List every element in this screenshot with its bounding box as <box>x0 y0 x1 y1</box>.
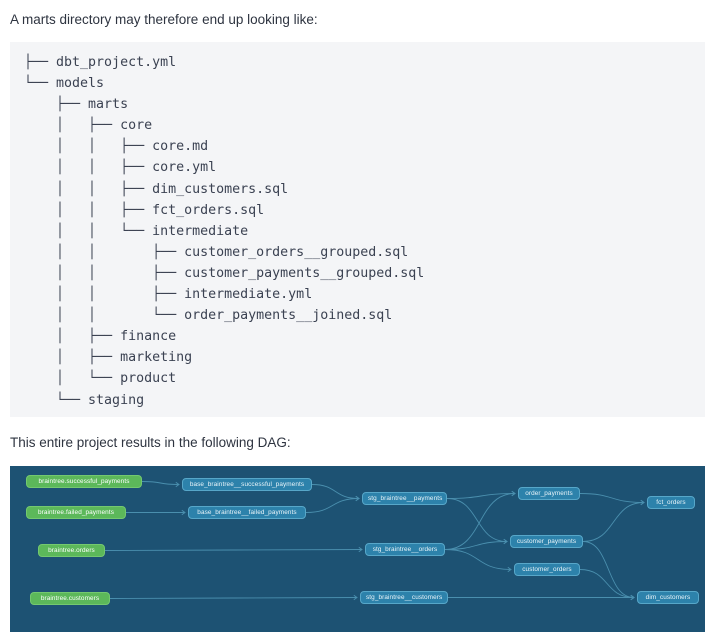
dag-edge-braintree_successful_payments-to-base_braintree_successful_payments <box>141 481 180 485</box>
caption-above-code-block: A marts directory may therefore end up l… <box>10 12 318 27</box>
dag-edge-stg_braintree_payments-to-order_payments <box>446 493 516 499</box>
dag-edge-braintree_customers-to-stg_braintree_customers <box>109 597 358 599</box>
dag-edge-stg_braintree_orders-to-customer_payments <box>444 541 508 550</box>
dag-edge-arrowhead <box>358 546 363 553</box>
dag-edge-layer <box>104 481 645 601</box>
dag-node-braintree_orders[interactable]: braintree.orders <box>38 544 105 557</box>
dag-edge-order_payments-to-fct_orders <box>579 493 645 503</box>
dag-node-braintree_failed_payments[interactable]: braintree.failed_payments <box>26 506 126 519</box>
dag-edge-customer_payments-to-fct_orders <box>582 502 645 542</box>
dag-edge-arrowhead <box>503 538 508 545</box>
dag-node-braintree_successful_payments[interactable]: braintree.successful_payments <box>26 475 142 488</box>
dag-edge-arrowhead <box>640 499 645 506</box>
dag-node-dim_customers[interactable]: dim_customers <box>637 591 699 604</box>
dag-edge-arrowhead <box>511 490 516 497</box>
dag-edge-stg_braintree_orders-to-order_payments <box>444 493 516 550</box>
dag-panel[interactable]: braintree.successful_payments braintree.f… <box>10 466 705 632</box>
dag-edge-arrowhead <box>353 594 358 601</box>
directory-tree-code-block: ├── dbt_project.yml └── models ├── marts… <box>10 42 705 417</box>
dag-edge-stg_braintree_payments-to-customer_payments <box>446 498 508 542</box>
dag-node-customer_payments[interactable]: customer_payments <box>510 535 583 548</box>
dag-edge-customer_payments-to-dim_customers <box>582 541 635 598</box>
dag-edge-arrowhead <box>181 509 186 516</box>
dag-edge-arrowhead <box>355 495 360 502</box>
dag-edge-base_braintree_successful_payments-to-stg_braintree_payments <box>311 484 360 499</box>
dag-node-stg_braintree_orders[interactable]: stg_braintree__orders <box>365 543 445 556</box>
dag-edge-arrowhead <box>507 566 512 573</box>
dag-node-order_payments[interactable]: order_payments <box>518 487 580 500</box>
dag-edge-base_braintree_failed_payments-to-stg_braintree_payments <box>305 498 360 513</box>
dag-edge-customer_orders-to-dim_customers <box>579 569 635 598</box>
caption-above-dag: This entire project results in the follo… <box>10 435 291 450</box>
dag-node-fct_orders[interactable]: fct_orders <box>647 496 695 509</box>
dag-edge-arrowhead <box>630 594 635 601</box>
dag-node-base_braintree_failed_payments[interactable]: base_braintree__failed_payments <box>188 506 306 519</box>
dag-node-stg_braintree_payments[interactable]: stg_braintree__payments <box>362 492 447 505</box>
dag-edge-stg_braintree_orders-to-customer_orders <box>444 549 512 570</box>
dag-edge-arrowhead <box>175 481 180 488</box>
dag-node-braintree_customers[interactable]: braintree.customers <box>30 592 110 605</box>
dag-edge-braintree_orders-to-stg_braintree_orders <box>104 549 363 551</box>
directory-tree-text: ├── dbt_project.yml └── models ├── marts… <box>24 55 425 408</box>
dag-node-stg_braintree_customers[interactable]: stg_braintree__customers <box>360 591 448 604</box>
dag-node-base_braintree_successful_payments[interactable]: base_braintree__successful_payments <box>182 478 312 491</box>
dag-node-customer_orders[interactable]: customer_orders <box>514 563 580 576</box>
